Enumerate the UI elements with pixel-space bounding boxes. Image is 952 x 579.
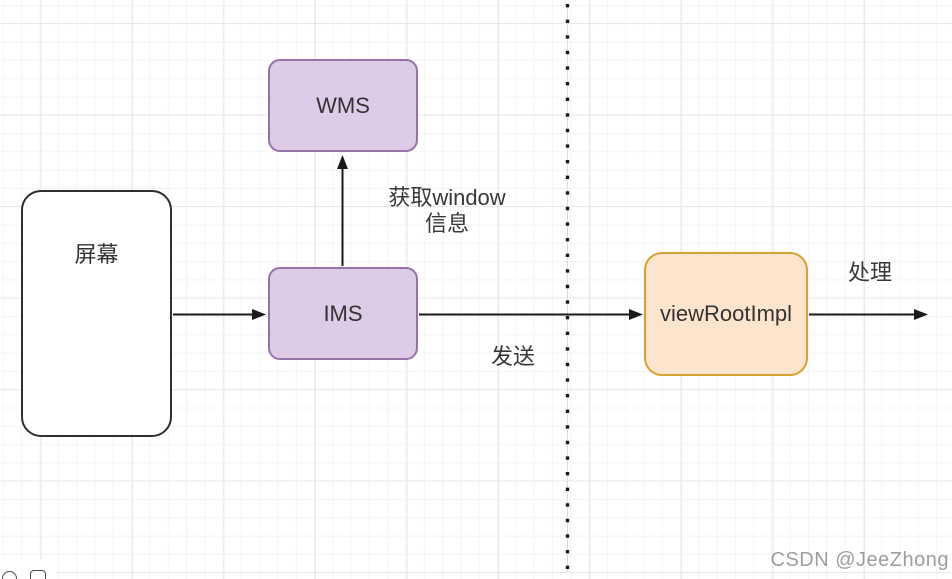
node-ims: IMS <box>268 267 418 360</box>
node-screen: 屏幕 <box>21 190 172 437</box>
circle-icon[interactable] <box>2 571 17 579</box>
node-viewrootimpl: viewRootImpl <box>644 252 808 376</box>
node-wms: WMS <box>268 59 418 152</box>
arrowhead-screen-to-ims <box>252 309 266 320</box>
node-ims-label: IMS <box>323 300 363 326</box>
edge-label-send: 发送 <box>490 344 536 369</box>
bottom-left-toolbar <box>0 559 56 579</box>
node-wms-label: WMS <box>316 92 370 118</box>
edge-label-handle: 处理 <box>847 260 893 285</box>
csdn-watermark: CSDN @JeeZhong <box>770 549 949 571</box>
edge-label-get-window-info: 获取window 信息 <box>388 185 505 237</box>
arrowhead-ims-to-viewrootimpl <box>629 309 643 320</box>
square-icon[interactable] <box>30 570 46 579</box>
edge-label-get-window-line1: 获取window <box>388 185 506 210</box>
edge-label-get-window-line2: 信息 <box>424 211 469 236</box>
arrowhead-ims-to-wms <box>337 155 348 169</box>
node-screen-label: 屏幕 <box>74 242 119 267</box>
node-viewrootimpl-label: viewRootImpl <box>659 301 793 326</box>
arrowhead-viewrootimpl-out <box>914 309 928 320</box>
